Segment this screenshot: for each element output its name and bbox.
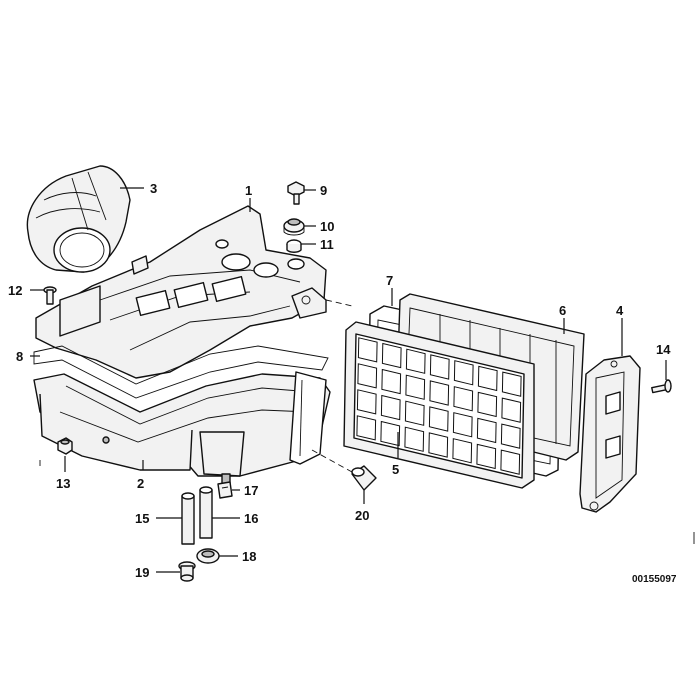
callout-6: 6 bbox=[559, 303, 566, 318]
callout-9: 9 bbox=[320, 183, 327, 198]
part-8-gasket bbox=[33, 345, 329, 399]
part-9-bolt bbox=[287, 181, 305, 205]
filter-cell bbox=[428, 406, 449, 432]
callout-1: 1 bbox=[245, 183, 252, 198]
filter-cell bbox=[404, 400, 425, 426]
callout-7: 7 bbox=[386, 273, 393, 288]
filter-cell bbox=[453, 386, 474, 412]
callout-10: 10 bbox=[320, 219, 334, 234]
callout-15: 15 bbox=[135, 511, 149, 526]
callout-11: 11 bbox=[320, 237, 334, 252]
part-13-nut bbox=[57, 437, 73, 455]
filter-cell bbox=[501, 397, 522, 423]
filter-cell bbox=[429, 380, 450, 406]
part-2-lower-housing bbox=[33, 371, 331, 487]
filter-cell bbox=[356, 389, 377, 415]
part-14-screw bbox=[651, 379, 672, 394]
filter-cell bbox=[357, 363, 378, 389]
filter-cell bbox=[476, 443, 497, 470]
filter-cell bbox=[381, 342, 402, 369]
filter-cell bbox=[404, 426, 425, 452]
filter-cell bbox=[380, 420, 401, 447]
filter-cell bbox=[453, 360, 474, 386]
callout-4: 4 bbox=[616, 303, 624, 318]
part-11-bushing bbox=[286, 239, 302, 253]
filter-cell bbox=[429, 354, 450, 380]
filter-cell bbox=[477, 365, 498, 392]
filter-cell bbox=[500, 449, 521, 475]
part-19-spacer bbox=[178, 561, 196, 582]
filter-cell bbox=[381, 368, 402, 395]
part-5-air-filter-element bbox=[343, 321, 535, 489]
filter-cell bbox=[476, 417, 497, 444]
filter-cell bbox=[428, 432, 449, 458]
part-3-intake-elbow bbox=[26, 165, 131, 273]
filter-cell bbox=[357, 337, 378, 363]
callout-19: 19 bbox=[135, 565, 149, 580]
leader-lines bbox=[30, 187, 667, 573]
part-12-screw bbox=[43, 286, 57, 305]
filter-cell bbox=[452, 438, 473, 464]
part-10-rubber-grommet bbox=[283, 218, 305, 236]
callout-16: 16 bbox=[244, 511, 258, 526]
filter-cell bbox=[356, 415, 377, 441]
callout-2: 2 bbox=[137, 476, 144, 491]
part-15-sleeve bbox=[181, 492, 195, 545]
callout-8: 8 bbox=[16, 349, 23, 364]
filter-cell bbox=[405, 374, 426, 400]
callout-18: 18 bbox=[242, 549, 256, 564]
callout-20: 20 bbox=[355, 508, 369, 523]
filter-grid bbox=[356, 337, 522, 475]
filter-cell bbox=[477, 391, 498, 418]
part-17-clip bbox=[217, 481, 233, 499]
callout-5: 5 bbox=[392, 462, 399, 477]
callout-labels: 1 2 3 4 5 6 7 8 9 10 11 12 13 14 15 16 1… bbox=[8, 181, 671, 580]
filter-cell bbox=[501, 371, 522, 397]
callout-13: 13 bbox=[56, 476, 70, 491]
callout-17: 17 bbox=[244, 483, 258, 498]
filter-cell bbox=[380, 394, 401, 421]
part-4-side-cover bbox=[579, 355, 641, 513]
part-1-upper-housing bbox=[35, 205, 327, 379]
drawing-id: 00155097 bbox=[632, 574, 677, 585]
filter-cell bbox=[452, 412, 473, 438]
filter-cell bbox=[405, 348, 426, 374]
filter-cell bbox=[500, 423, 521, 449]
callout-3: 3 bbox=[150, 181, 157, 196]
part-16-sleeve bbox=[199, 486, 213, 539]
part-18-rubber-ring bbox=[196, 548, 220, 564]
part-20-grommet-plug bbox=[351, 465, 377, 491]
callout-12: 12 bbox=[8, 283, 22, 298]
callout-14: 14 bbox=[656, 342, 671, 357]
